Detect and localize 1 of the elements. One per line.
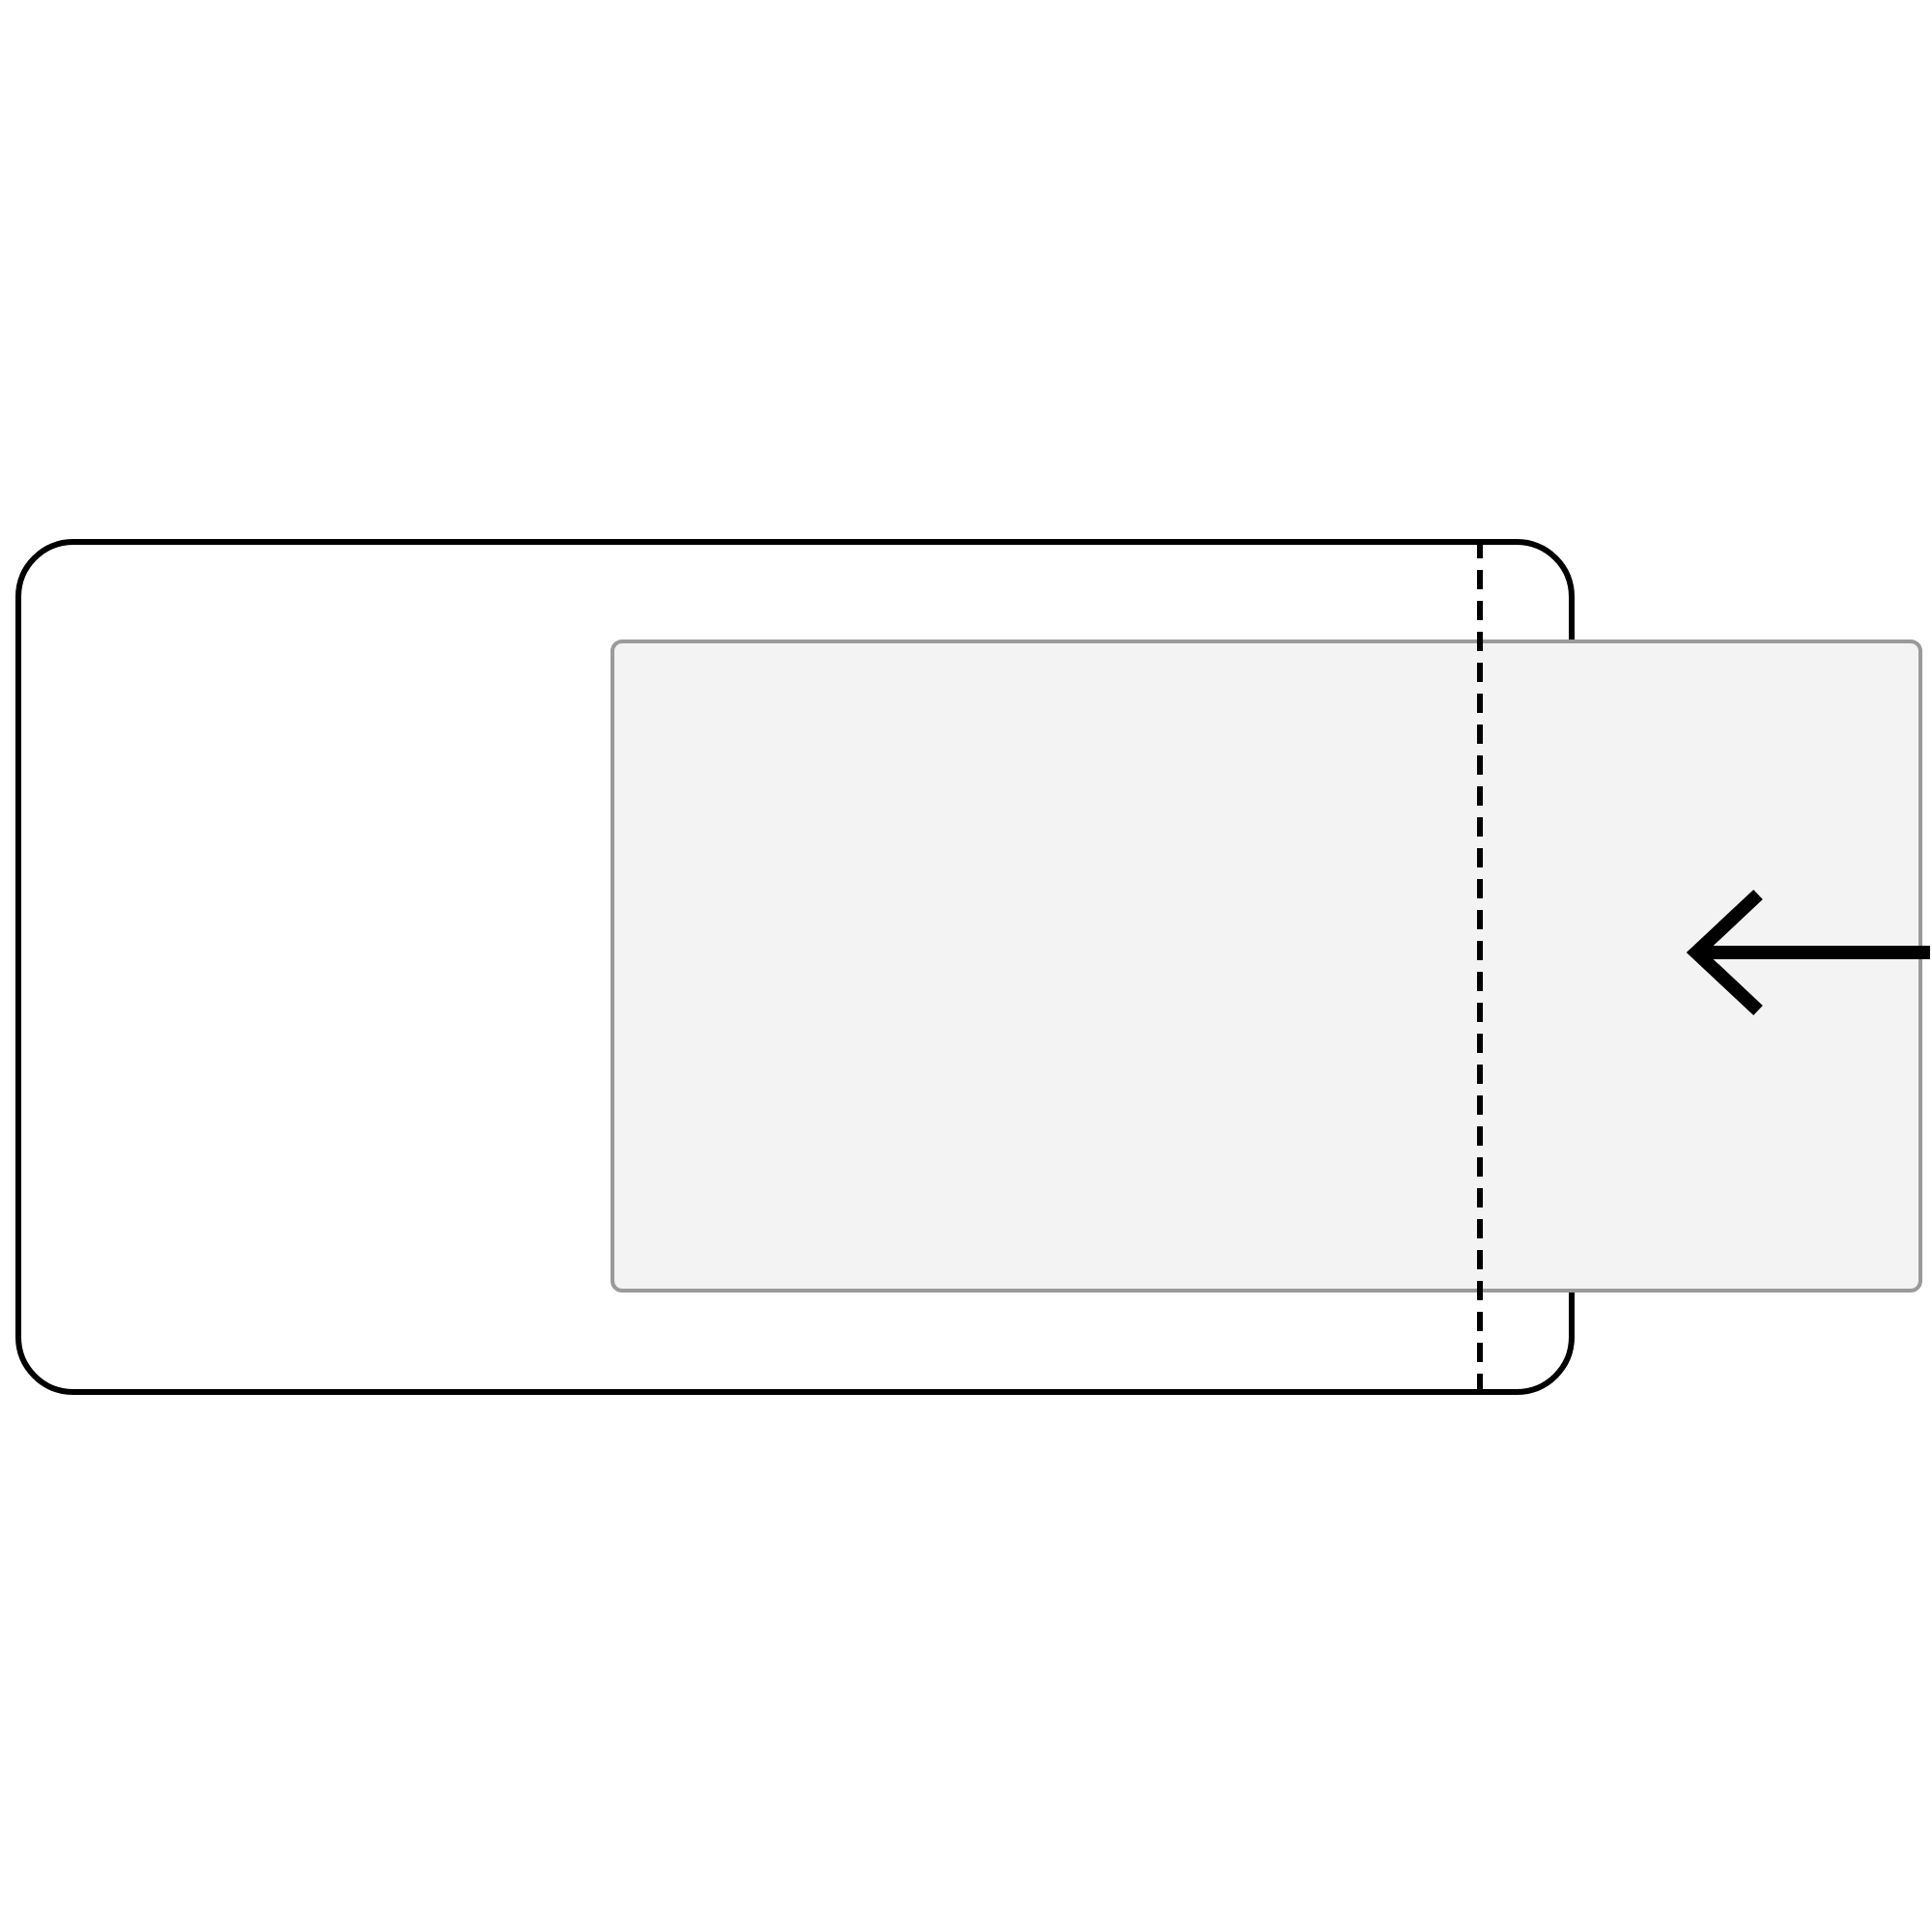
card-insert [611,639,1922,1293]
